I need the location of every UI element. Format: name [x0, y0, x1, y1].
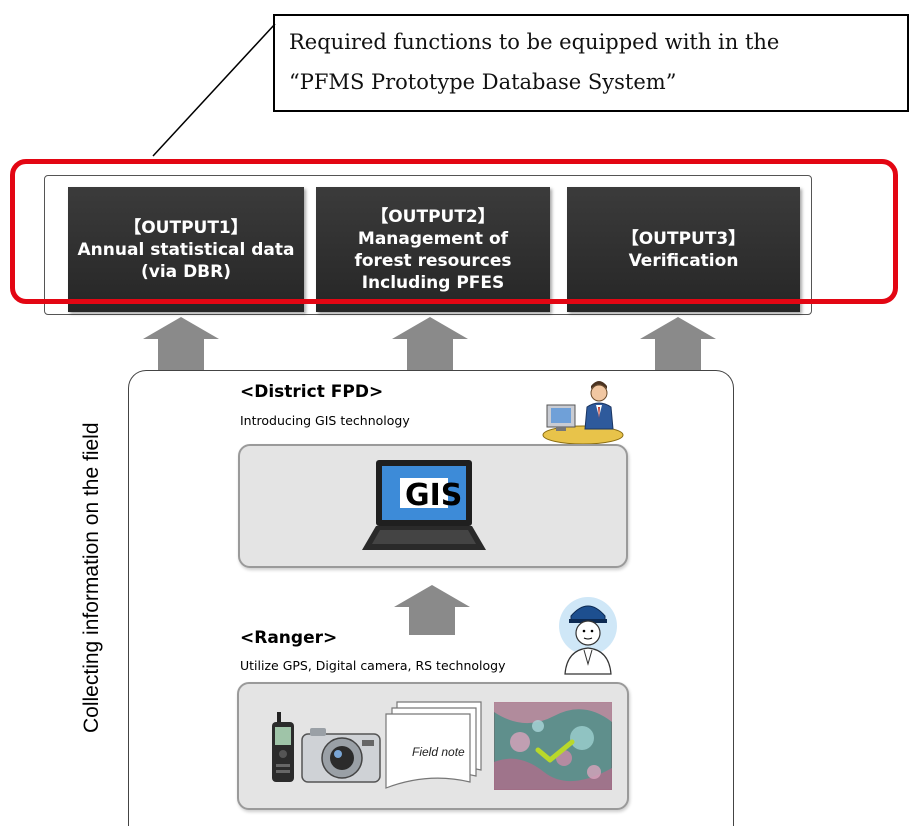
gis-screen-label: GIS [405, 478, 463, 513]
satellite-image-icon [494, 702, 612, 790]
highlight-frame [10, 159, 898, 304]
output2-line-4: Including PFES [361, 272, 505, 293]
output1-box: 【OUTPUT1】 Annual statistical data (via D… [68, 187, 304, 312]
ranger-title: <Ranger> [240, 628, 338, 648]
output1-line-1: 【OUTPUT1】 [124, 217, 248, 238]
output2-line-1: 【OUTPUT2】 [371, 206, 495, 227]
callout-line-1: Required functions to be equipped with i… [289, 30, 780, 54]
ranger-subtitle: Utilize GPS, Digital camera, RS technolo… [240, 658, 506, 673]
output1-line-3: (via DBR) [141, 261, 231, 282]
digital-camera-icon [301, 728, 381, 783]
output1-line-2: Annual statistical data [77, 239, 295, 260]
field-vertical-label: Collecting information on the field [80, 422, 103, 733]
output2-box: 【OUTPUT2】 Management of forest resources… [316, 187, 550, 312]
callout-line-2: “PFMS Prototype Database System” [289, 70, 677, 94]
output3-box: 【OUTPUT3】 Verification [567, 187, 800, 312]
up-arrow-2 [392, 317, 468, 372]
output3-line-2: Verification [628, 250, 739, 271]
callout-leader-line [152, 23, 276, 157]
district-title: <District FPD> [240, 382, 384, 402]
output3-line-1: 【OUTPUT3】 [621, 228, 746, 249]
output2-line-3: forest resources [354, 250, 512, 271]
office-worker-icon [542, 381, 624, 445]
gps-device-icon [272, 712, 294, 782]
district-subtitle: Introducing GIS technology [240, 413, 410, 428]
field-note-label: Field note [412, 745, 465, 759]
up-arrow-3 [640, 317, 716, 372]
up-arrow-1 [143, 317, 219, 372]
laptop-icon [362, 460, 486, 550]
ranger-officer-icon [559, 597, 617, 675]
field-note-icon [385, 701, 482, 789]
up-arrow-ranger-to-district [394, 585, 470, 635]
output2-line-2: Management of [357, 228, 509, 249]
callout-box: Required functions to be equipped with i… [273, 14, 909, 112]
